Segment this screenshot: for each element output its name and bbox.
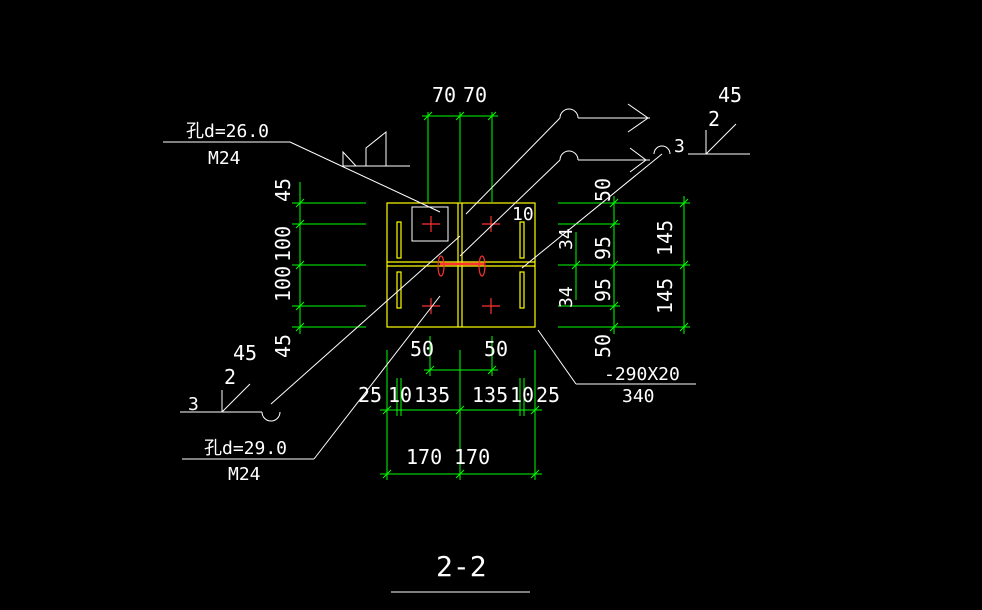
hole-top-label: 孔d=26.0 bbox=[186, 121, 269, 142]
bolt-bottom-label: M24 bbox=[228, 464, 261, 485]
weld-all-around-icon bbox=[559, 108, 579, 119]
weld-all-around-icon bbox=[261, 411, 281, 422]
dim-right-145-bottom: 145 bbox=[653, 278, 677, 314]
plate-spec-label: -290X20 bbox=[604, 364, 680, 385]
weld-symbol-top-left bbox=[342, 130, 410, 167]
weld-all-around-icon bbox=[559, 150, 579, 161]
section-title-group: 2-2 bbox=[391, 550, 530, 593]
dim-bottom-135-left: 135 bbox=[414, 383, 450, 407]
weld-top-right-count: 2 bbox=[708, 107, 720, 131]
weld-left-size: 45 bbox=[233, 341, 257, 365]
leader-plate-spec: -290X20 340 bbox=[537, 329, 696, 407]
dim-left-100-top: 100 bbox=[271, 226, 295, 262]
bolt-hole-icon bbox=[482, 298, 500, 314]
weld-top-right-size: 45 bbox=[718, 83, 742, 107]
dim-top-70-left: 70 bbox=[432, 83, 456, 107]
plate-mark-10: 10 bbox=[512, 204, 534, 225]
weld-symbol-icon bbox=[437, 255, 445, 277]
leader-hole-bottom: 孔d=29.0 M24 bbox=[182, 295, 441, 485]
dim-right-50-bottom: 50 bbox=[591, 334, 615, 358]
dim-right: 50 95 95 50 34 34 145 145 10 bbox=[512, 178, 690, 358]
weld-left-count: 2 bbox=[224, 365, 236, 389]
hole-bottom-label: 孔d=29.0 bbox=[204, 438, 287, 459]
dim-right-34-bottom: 34 bbox=[556, 286, 577, 308]
dim-right-145-top: 145 bbox=[653, 220, 677, 256]
dim-bottom-135-right: 135 bbox=[472, 383, 508, 407]
dim-top: 70 70 bbox=[422, 83, 498, 202]
leader-hole-top: 孔d=26.0 M24 bbox=[163, 121, 441, 213]
dim-right-95-bottom: 95 bbox=[591, 278, 615, 302]
weld-symbol-top-right: 45 2 3 bbox=[674, 83, 750, 157]
dim-bottom-25-right: 25 bbox=[536, 383, 560, 407]
dim-right-50-top: 50 bbox=[591, 178, 615, 202]
dim-left-100-bottom: 100 bbox=[271, 266, 295, 302]
plate-length-label: 340 bbox=[622, 386, 655, 407]
weld-symbol-icon bbox=[478, 255, 486, 277]
dim-bottom-170-right: 170 bbox=[454, 445, 490, 469]
dim-right-34-top: 34 bbox=[556, 228, 577, 250]
weld-leaders-top bbox=[459, 103, 671, 269]
dim-top-70-right: 70 bbox=[463, 83, 487, 107]
weld-symbol-left: 45 2 3 bbox=[180, 235, 461, 422]
bolt-top-label: M24 bbox=[208, 148, 241, 169]
dim-left-45-top: 45 bbox=[271, 178, 295, 202]
weld-all-around-icon bbox=[653, 145, 671, 155]
section-title: 2-2 bbox=[436, 550, 487, 583]
bolt-holes bbox=[422, 216, 500, 314]
dim-left: 45 100 100 45 bbox=[271, 178, 366, 358]
dim-bottom-10-left: 10 bbox=[388, 383, 412, 407]
dim-right-95-top: 95 bbox=[591, 236, 615, 260]
dim-bottom-50-left: 50 bbox=[410, 337, 434, 361]
bolt-hole-icon bbox=[422, 216, 440, 232]
dim-bottom-50-right: 50 bbox=[484, 337, 508, 361]
dim-bottom-10-right: 10 bbox=[510, 383, 534, 407]
dim-bottom: 50 50 25 10 135 135 10 25 170 170 bbox=[358, 336, 560, 480]
weld-top-right-side: 3 bbox=[674, 136, 685, 157]
dim-left-45-bottom: 45 bbox=[271, 334, 295, 358]
weld-left-side: 3 bbox=[188, 394, 199, 415]
base-plate bbox=[386, 202, 536, 328]
bolt-hole-icon bbox=[422, 298, 440, 314]
bolt-hole-icon bbox=[482, 216, 500, 232]
dim-bottom-170-left: 170 bbox=[406, 445, 442, 469]
